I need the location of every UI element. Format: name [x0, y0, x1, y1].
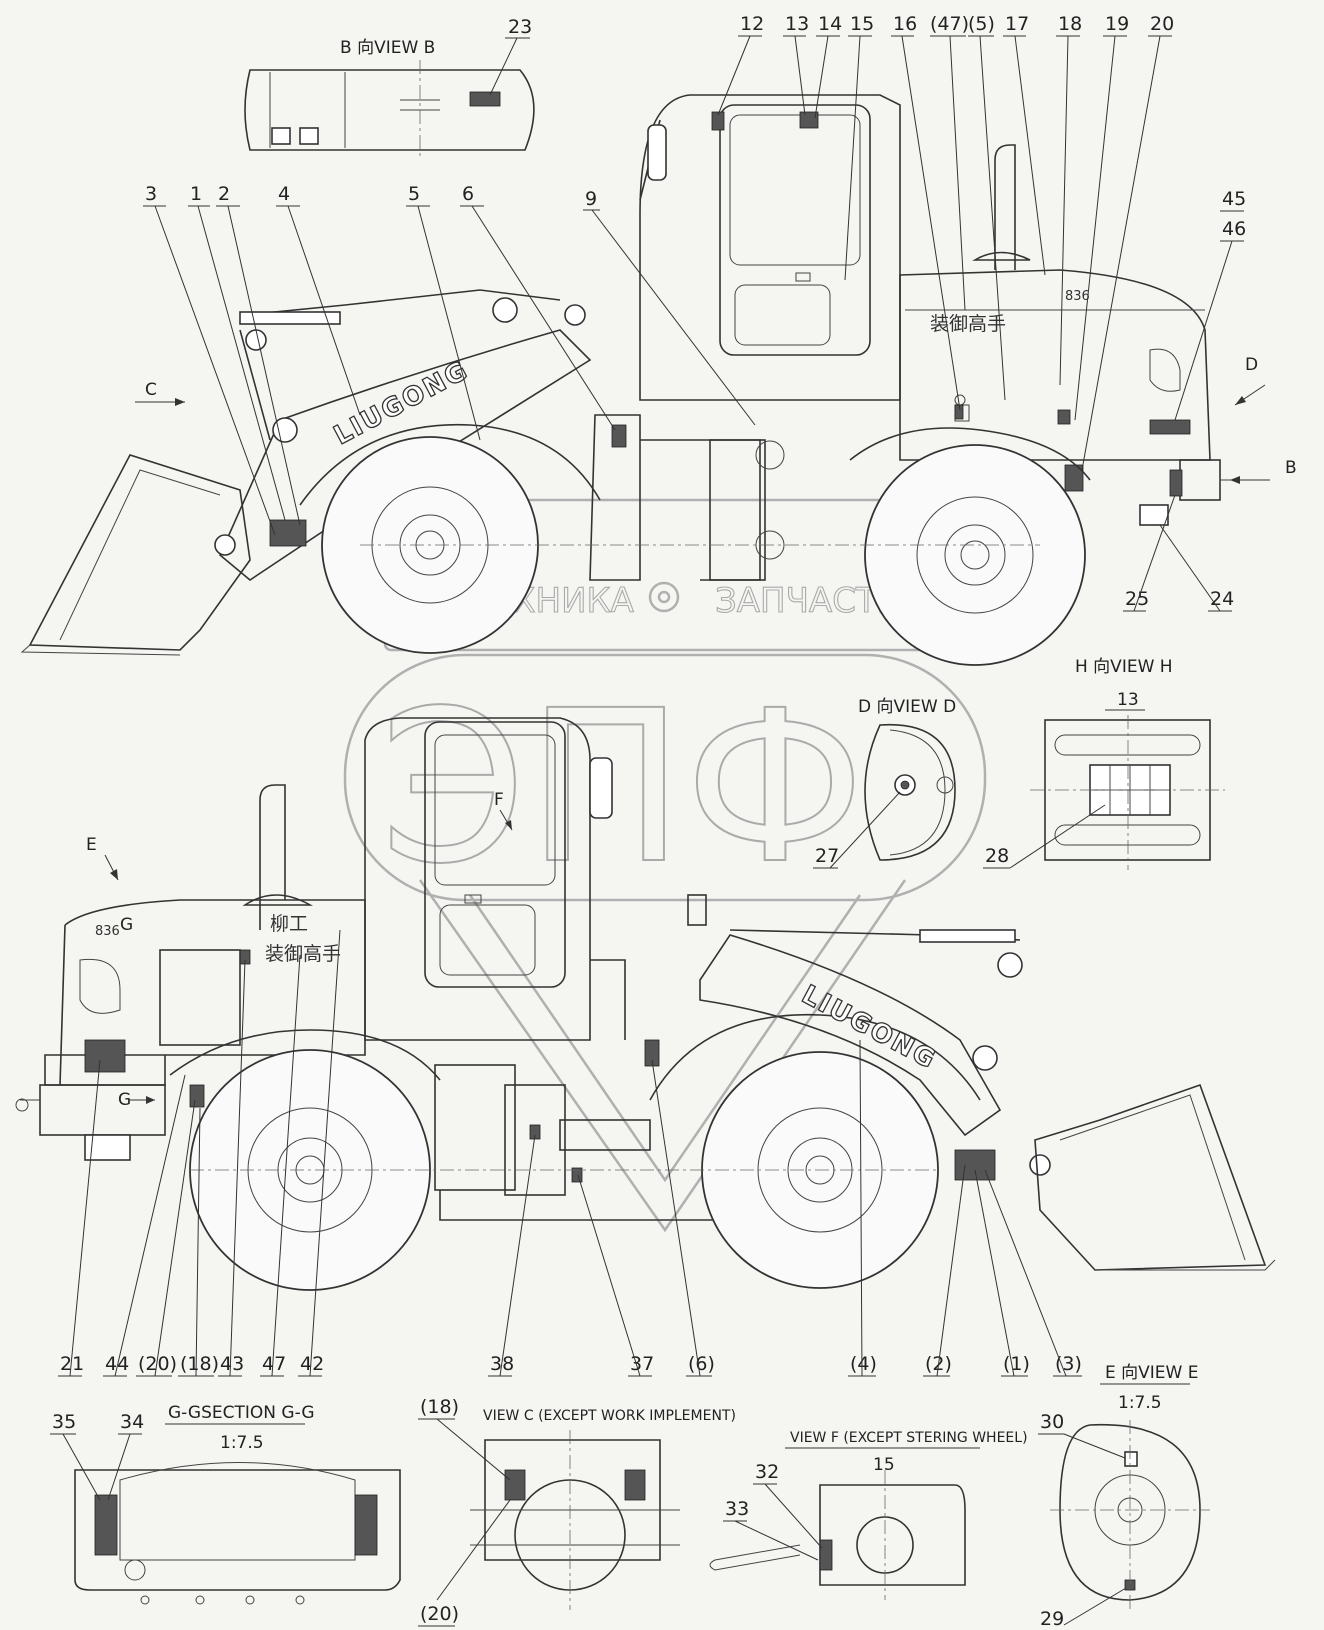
callout-18-c: (18) [420, 1396, 459, 1418]
callout-2: 2 [218, 183, 230, 205]
arrow-label-g-lower: G [118, 1090, 131, 1110]
callout-29: 29 [1040, 1608, 1064, 1630]
arrow-label-c: C [145, 380, 157, 400]
callout-1: 1 [190, 183, 202, 205]
callout-20: 20 [1150, 13, 1174, 35]
section-gg-scale: 1:7.5 [220, 1433, 264, 1453]
callout-20-ref: (20) [138, 1353, 177, 1375]
bucket [28, 454, 251, 651]
cn-slogan-lower: 装御高手 [265, 943, 341, 965]
callout-24: 24 [1210, 588, 1234, 610]
callout-13: 13 [785, 13, 809, 35]
arrow-label-b: B [1285, 458, 1297, 478]
callout-9: 9 [585, 188, 597, 210]
view-h-title: H 向VIEW H [1075, 657, 1173, 677]
view-f-title: VIEW F (EXCEPT STERING WHEEL) [790, 1430, 1028, 1446]
callout-5: 5 [408, 183, 420, 205]
callout-18-ref: (18) [180, 1353, 219, 1375]
cn-slogan-upper: 装御高手 [930, 313, 1006, 335]
cab-upper [639, 94, 901, 401]
view-e-title: E 向VIEW E [1105, 1363, 1198, 1383]
callout-45: 45 [1222, 188, 1246, 210]
callout-4: 4 [278, 183, 290, 205]
callout-14: 14 [818, 13, 842, 35]
rear-tire [864, 444, 1086, 666]
callout-3: 3 [145, 183, 157, 205]
watermark-logo: ЭПФ [380, 665, 865, 910]
callout-32: 32 [755, 1461, 779, 1483]
callout-6-ref: (6) [688, 1353, 715, 1375]
engine-hood-upper [899, 144, 1240, 526]
section-gg-title: G-GSECTION G-G [168, 1403, 315, 1423]
callout-1-ref: (1) [1003, 1353, 1030, 1375]
view-h-scale: 13 [1117, 690, 1139, 710]
callout-46: 46 [1222, 218, 1246, 240]
callout-33: 33 [725, 1498, 749, 1520]
callout-34: 34 [120, 1411, 144, 1433]
callout-30: 30 [1040, 1411, 1064, 1433]
callout-5-ref: (5) [968, 13, 995, 35]
loader-side-view-right: 装御高手 836 柳工 [15, 717, 1276, 1291]
callout-17: 17 [1005, 13, 1029, 35]
direction-arrows-bottom: E F G G [86, 790, 513, 1110]
bucket-lower [1034, 1083, 1267, 1271]
callout-35: 35 [52, 1411, 76, 1433]
callout-12: 12 [740, 13, 764, 35]
section-gg: G-GSECTION G-G 1:7.5 35 34 [50, 1403, 401, 1605]
view-c: VIEW C (EXCEPT WORK IMPLEMENT) (18) (20) [418, 1396, 736, 1627]
callouts-top: 23 12 13 14 15 16 (47) (5) 17 18 19 20 3… [143, 13, 1246, 612]
loader-side-view-left: LIUGONG 装御高手 836 [20, 94, 1240, 666]
callout-28: 28 [985, 845, 1009, 867]
cn-logo-lower: 柳工 [270, 913, 308, 935]
callout-16: 16 [893, 13, 917, 35]
model-lower: 836 [95, 924, 120, 939]
callout-42: 42 [300, 1353, 324, 1375]
lift-arm-lower [699, 934, 1002, 1137]
direction-arrows-top: C B D [135, 355, 1297, 484]
arrow-label-g-upper: G [120, 915, 133, 935]
view-e: E 向VIEW E 1:7.5 30 29 [1038, 1363, 1210, 1630]
callout-37: 37 [630, 1353, 654, 1375]
callout-27: 27 [815, 845, 839, 867]
view-d: D 向VIEW D 27 [813, 697, 956, 869]
cab-lower [364, 717, 626, 1041]
brand-liugong-upper: LIUGONG [329, 355, 474, 451]
callout-3-ref: (3) [1055, 1353, 1082, 1375]
callout-47-ref: (47) [930, 13, 969, 35]
callout-23: 23 [508, 16, 532, 38]
view-b-title: B 向VIEW B [340, 38, 435, 58]
arrow-label-d: D [1245, 355, 1258, 375]
callout-21: 21 [60, 1353, 84, 1375]
callout-43: 43 [220, 1353, 244, 1375]
callout-19: 19 [1105, 13, 1129, 35]
watermark-gear-icon [648, 581, 680, 613]
callout-47: 47 [262, 1353, 286, 1375]
view-d-title: D 向VIEW D [858, 697, 956, 717]
view-f-scale: 15 [873, 1455, 895, 1475]
view-c-title: VIEW C (EXCEPT WORK IMPLEMENT) [483, 1408, 736, 1424]
view-h: H 向VIEW H 13 28 [983, 657, 1225, 870]
view-f: VIEW F (EXCEPT STERING WHEEL) 15 32 33 [709, 1430, 1028, 1600]
view-e-scale: 1:7.5 [1118, 1393, 1162, 1413]
arrow-label-f: F [494, 790, 504, 810]
callout-20-c: (20) [420, 1603, 459, 1625]
callout-25: 25 [1125, 588, 1149, 610]
callout-15: 15 [850, 13, 874, 35]
arrow-label-e: E [86, 835, 97, 855]
callout-44: 44 [105, 1353, 129, 1375]
callouts-bottom: 21 44 (20) (18) 43 47 42 38 37 (6) (4) (… [58, 929, 1082, 1377]
lift-arm [219, 329, 592, 581]
view-b: B 向VIEW B [244, 38, 535, 160]
callout-6: 6 [462, 183, 474, 205]
callout-4-ref: (4) [850, 1353, 877, 1375]
model-upper: 836 [1065, 289, 1090, 304]
callout-18: 18 [1058, 13, 1082, 35]
